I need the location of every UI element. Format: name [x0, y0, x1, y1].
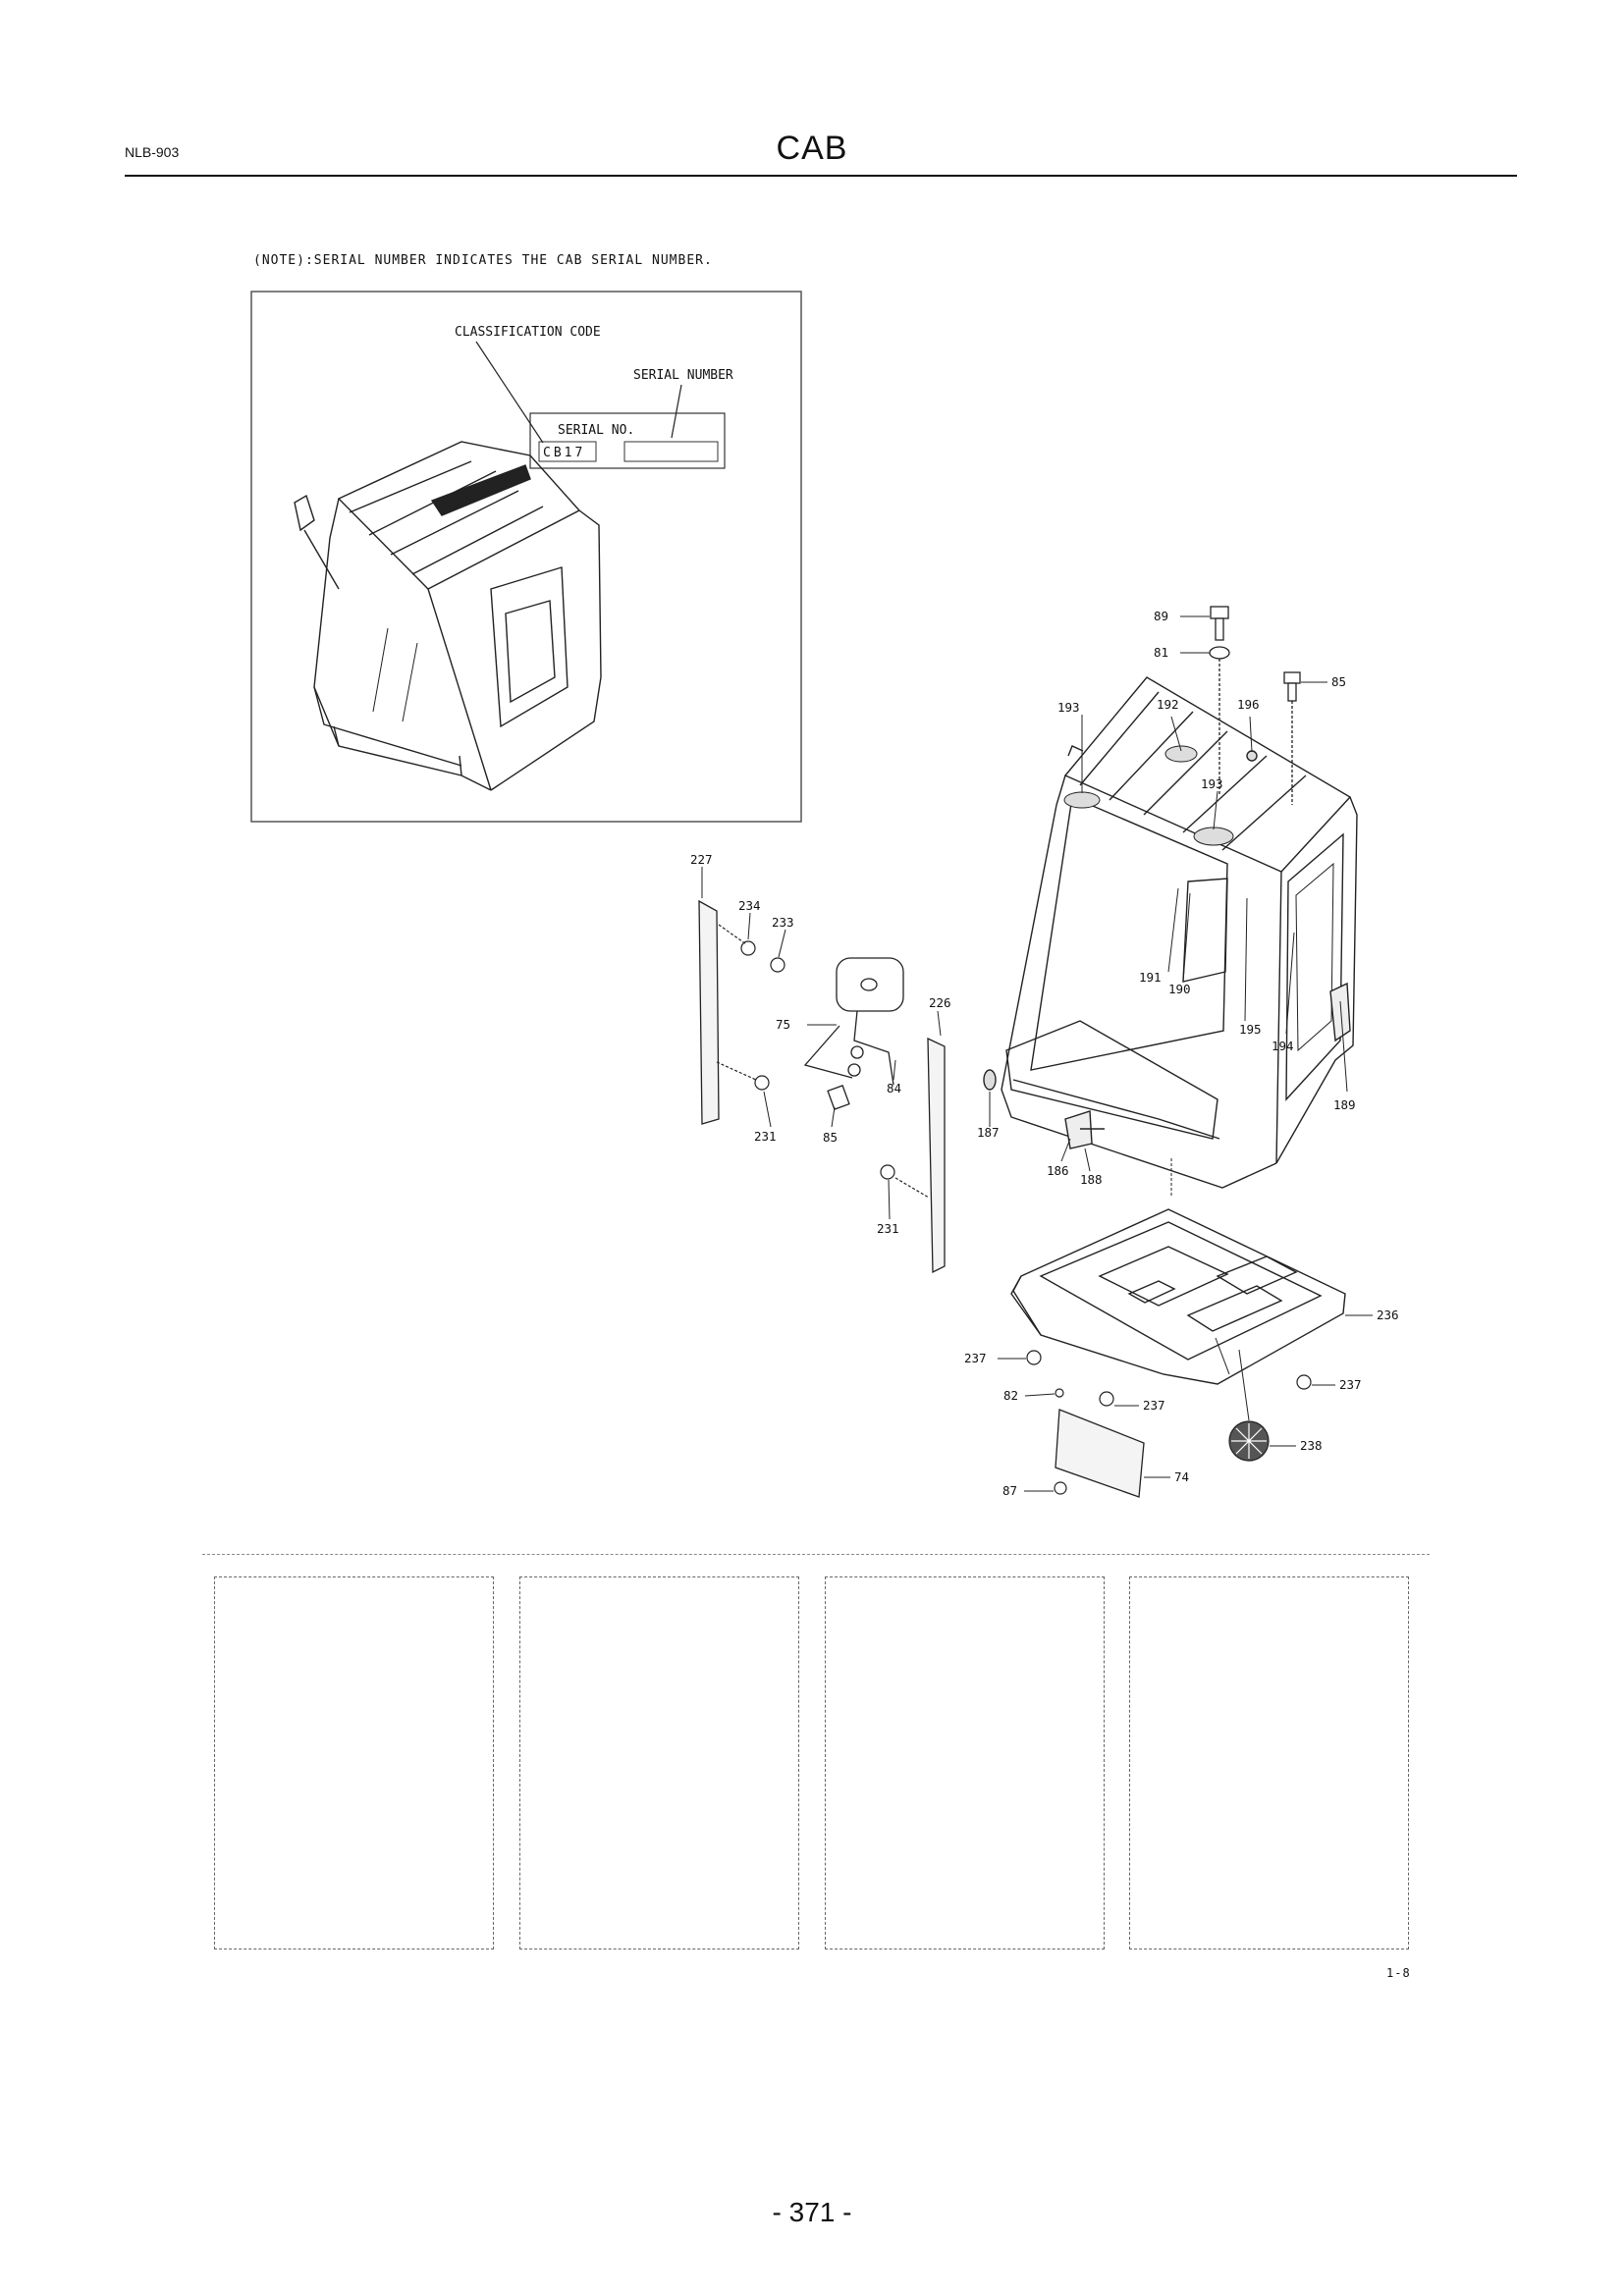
bar-fasteners [716, 924, 930, 1199]
main-cab-illustration [983, 676, 1358, 1189]
figure-code: 1-8 [1386, 1966, 1411, 1980]
callout-237: 237 [1339, 1377, 1362, 1392]
callout-237: 237 [1143, 1398, 1165, 1413]
callout-193: 193 [1057, 700, 1080, 715]
callout-75: 75 [776, 1017, 790, 1032]
plate-code-box [538, 441, 597, 462]
callout-194: 194 [1272, 1039, 1294, 1053]
serial-note: (NOTE):SERIAL NUMBER INDICATES THE CAB S… [253, 253, 713, 268]
serial-plate-title: SERIAL NO. [558, 423, 634, 438]
pillar-cover-227 [698, 899, 720, 1125]
callout-87: 87 [1002, 1483, 1017, 1498]
header-rule [125, 175, 1517, 177]
callout-238: 238 [1300, 1438, 1323, 1453]
parts-diagram: CLASSIFICATION CODE SERIAL NUMBER SERIAL… [250, 291, 1399, 1498]
mirror-assembly [803, 957, 904, 1110]
callout-74: 74 [1174, 1469, 1189, 1484]
callout-82: 82 [1003, 1388, 1018, 1403]
inset-frame [250, 291, 802, 823]
parts-box-2 [519, 1576, 799, 1949]
roof-bolts [1209, 606, 1301, 805]
pillar-cover-226 [927, 1037, 946, 1274]
plate-code: CB17 [543, 446, 585, 460]
inset-cab-illustration [294, 441, 602, 791]
parts-box-1 [214, 1576, 494, 1949]
step-plate [1055, 1409, 1145, 1498]
callout-85: 85 [1331, 674, 1346, 689]
callout-89: 89 [1154, 609, 1168, 623]
callout-192: 192 [1157, 697, 1179, 712]
callout-81: 81 [1154, 645, 1168, 660]
callout-233: 233 [772, 915, 794, 930]
parts-box-3 [825, 1576, 1105, 1949]
floor-plate-illustration [1010, 1208, 1346, 1385]
callout-193: 193 [1201, 776, 1223, 791]
callout-186: 186 [1047, 1163, 1069, 1178]
callout-231: 231 [877, 1221, 899, 1236]
callout-190: 190 [1168, 982, 1191, 996]
parts-box-4 [1129, 1576, 1409, 1949]
callout-84: 84 [887, 1081, 901, 1095]
document-code: NLB-903 [125, 144, 180, 160]
callout-189: 189 [1333, 1097, 1356, 1112]
callout-195: 195 [1239, 1022, 1262, 1037]
floor-fasteners [1026, 1350, 1312, 1495]
callout-234: 234 [738, 898, 761, 913]
plate-serial-box [623, 441, 719, 462]
serial-plate [529, 412, 726, 469]
callout-227: 227 [690, 852, 713, 867]
page-title: CAB [776, 130, 848, 167]
callout-187: 187 [977, 1125, 1000, 1140]
serial-number-label: SERIAL NUMBER [633, 368, 733, 383]
callout-236: 236 [1377, 1308, 1399, 1322]
section-divider [202, 1554, 1430, 1555]
callout-188: 188 [1080, 1172, 1103, 1187]
callout-191: 191 [1139, 970, 1162, 985]
page-number: - 371 - [772, 2197, 852, 2227]
callout-231: 231 [754, 1129, 777, 1144]
callout-226: 226 [929, 995, 951, 1010]
callout-85: 85 [823, 1130, 838, 1145]
classification-code-label: CLASSIFICATION CODE [455, 325, 601, 340]
callout-237: 237 [964, 1351, 987, 1365]
callout-196: 196 [1237, 697, 1260, 712]
